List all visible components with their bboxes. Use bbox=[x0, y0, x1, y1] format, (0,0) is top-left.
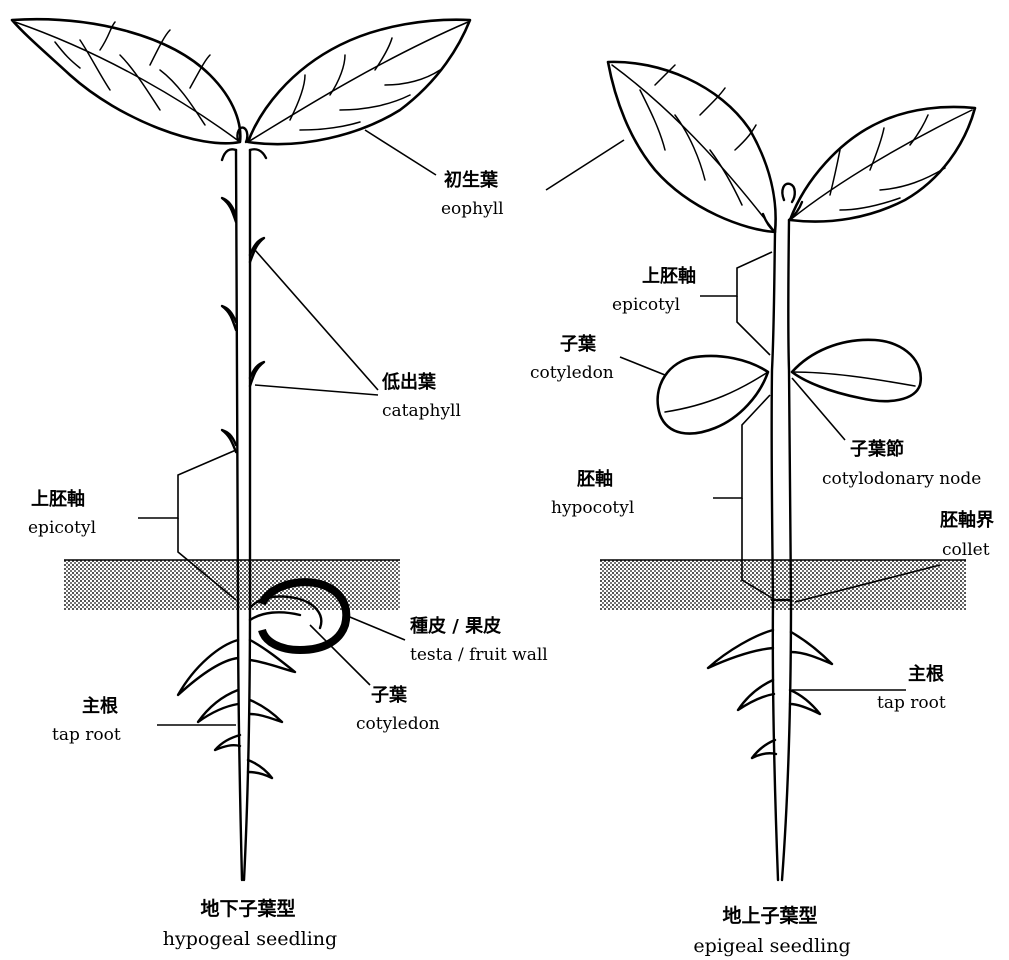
caption-epigeal-en: epigeal seedling bbox=[693, 935, 850, 957]
label-testa-en: testa / fruit wall bbox=[410, 645, 548, 665]
caption-hypogeal-en: hypogeal seedling bbox=[163, 928, 337, 950]
label-testa-jp: 種皮 / 果皮 bbox=[410, 615, 501, 637]
caption-epigeal-jp: 地上子葉型 bbox=[722, 904, 817, 927]
label-cataphyll-jp: 低出葉 bbox=[381, 371, 437, 393]
label-cotyledon-left-jp: 子葉 bbox=[371, 685, 408, 706]
label-node-jp: 子葉節 bbox=[850, 438, 904, 460]
leaders-left bbox=[138, 130, 436, 725]
label-epicotyl-right-jp: 上胚軸 bbox=[642, 265, 696, 287]
label-taproot-left-en: tap root bbox=[52, 725, 121, 745]
label-hypocotyl-jp: 胚軸 bbox=[576, 468, 613, 490]
root-right bbox=[708, 600, 832, 880]
label-taproot-right-jp: 主根 bbox=[908, 663, 944, 685]
labels-right: 上胚軸 epicotyl 子葉 cotyledon 子葉節 cotylodona… bbox=[530, 265, 994, 713]
label-eophyll-jp: 初生葉 bbox=[444, 169, 499, 191]
label-cotyledon-right-en: cotyledon bbox=[530, 363, 614, 383]
label-taproot-left-jp: 主根 bbox=[82, 695, 118, 717]
label-cataphyll-en: cataphyll bbox=[382, 401, 461, 421]
label-cotyledon-right-jp: 子葉 bbox=[560, 334, 597, 355]
eophyll-leaves-right bbox=[608, 62, 975, 232]
epigeal-seedling: 上胚軸 epicotyl 子葉 cotyledon 子葉節 cotylodona… bbox=[530, 62, 994, 957]
label-epicotyl-left-en: epicotyl bbox=[28, 518, 96, 538]
labels-left: 初生葉 eophyll 低出葉 cataphyll 上胚軸 epicotyl 種… bbox=[28, 169, 548, 745]
label-epicotyl-right-en: epicotyl bbox=[612, 295, 680, 315]
label-collet-en: collet bbox=[942, 540, 990, 560]
stem-left bbox=[222, 149, 266, 600]
caption-hypogeal-jp: 地下子葉型 bbox=[200, 897, 295, 920]
stem-right bbox=[763, 202, 802, 600]
soil-right bbox=[600, 560, 966, 610]
label-cotyledon-left-en: cotyledon bbox=[356, 714, 440, 734]
label-eophyll-en: eophyll bbox=[441, 199, 504, 219]
label-taproot-right-en: tap root bbox=[877, 693, 946, 713]
label-node-en: cotylodonary node bbox=[822, 469, 981, 489]
eophyll-leaves-left bbox=[12, 19, 470, 144]
label-epicotyl-left-jp: 上胚軸 bbox=[31, 488, 85, 510]
hypogeal-seedling: 初生葉 eophyll 低出葉 cataphyll 上胚軸 epicotyl 種… bbox=[12, 19, 548, 950]
label-hypocotyl-en: hypocotyl bbox=[551, 498, 634, 518]
label-collet-jp: 胚軸界 bbox=[939, 509, 994, 531]
soil-left bbox=[64, 560, 400, 610]
